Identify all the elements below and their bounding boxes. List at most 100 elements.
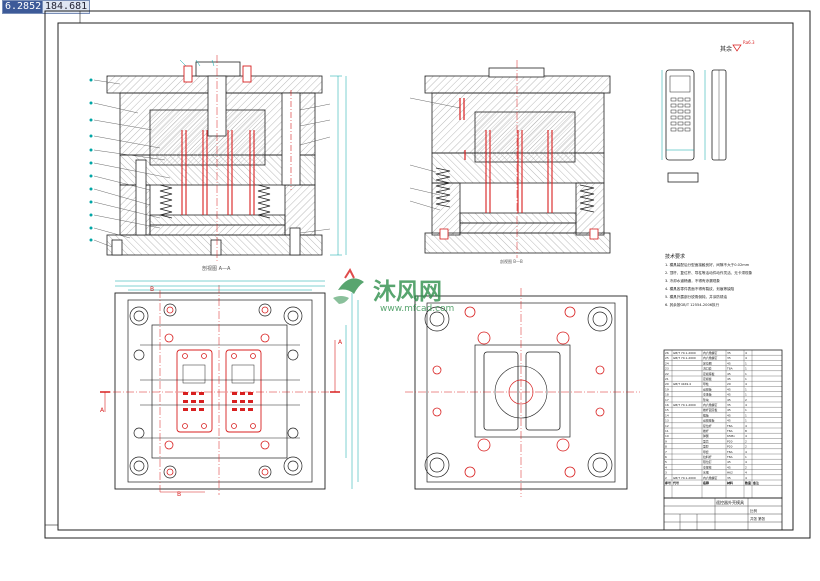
bom-cell: GB/T 70.1-2000: [673, 476, 696, 480]
bom-cell: 4: [745, 382, 747, 386]
bom-cell: 45: [727, 361, 731, 365]
bom-cell: 45: [727, 419, 731, 423]
bom-cell: 型腔: [703, 444, 709, 449]
bom-cell: 2: [745, 465, 747, 469]
title-block-sheet-label: 共张 第张: [750, 516, 766, 521]
bom-cell: 16: [665, 403, 669, 407]
title-block-scale-label: 比例: [750, 508, 758, 513]
bom-cell: 4: [745, 471, 747, 475]
bom-cell: 14: [665, 413, 669, 417]
bom-cell: 12: [665, 424, 669, 428]
bom-cell: 23: [665, 367, 669, 371]
title-block-name: 遥控器外壳模具: [716, 499, 744, 505]
bom-cell: 45: [727, 387, 731, 391]
bom-cell: 17: [665, 398, 669, 402]
title-block: 遥控器外壳模具 比例 共张 第张: [663, 497, 783, 531]
bom-cell: 8: [665, 445, 667, 449]
bom-cell: 45: [727, 465, 731, 469]
bom-cell: 65Mn: [727, 434, 735, 438]
bom-cell: 1: [745, 419, 747, 423]
roughness-value: Ra6.3: [743, 40, 755, 45]
cut-label-a-left: A: [100, 407, 105, 414]
inner-border: [57, 22, 794, 531]
bom-cell: 25: [665, 356, 669, 360]
bom-cell: 6: [665, 455, 667, 459]
bom-cell: 4: [665, 465, 667, 469]
bom-cell: 9: [665, 439, 667, 443]
bom-cell: T8A: [726, 424, 733, 428]
bom-cell: 2: [745, 398, 747, 402]
bom-cell: 8: [745, 429, 747, 433]
bom-cell: T8A: [726, 455, 733, 459]
bom-cell: 45: [727, 377, 731, 381]
bom-header-cell: 名称: [703, 480, 709, 485]
bom-cell: GB/T 70.1-2000: [673, 351, 696, 355]
bom-header-cell: 代号: [672, 480, 679, 485]
bom-cell: 1: [745, 387, 747, 391]
bom-cell: 5: [665, 460, 667, 464]
bom-cell: 动模座板: [703, 418, 715, 423]
notes-title: 技术要求: [665, 253, 685, 260]
bom-cell: 1: [745, 393, 747, 397]
bom-cell: 24: [665, 361, 669, 365]
bom-cell: H62: [727, 471, 733, 475]
bom-cell: 1: [745, 377, 747, 381]
bom-cell: 45: [727, 481, 731, 485]
bom-cell: 4: [745, 434, 747, 438]
bom-cell: 45: [727, 413, 731, 417]
section-bb-caption: 剖视图 B—B: [500, 258, 523, 264]
technical-notes: 技术要求 1. 模具装配后分型面接触良好，间隙不大于0.02mm 2. 顶杆、复…: [665, 253, 753, 307]
bom-cell: 20: [727, 382, 731, 386]
bom-cell: 型芯: [703, 438, 709, 443]
bom-cell: 推板: [703, 412, 709, 417]
bom-cell: GB/T 4169.4: [673, 382, 691, 386]
bom-cell: 35: [727, 476, 731, 480]
bom-cell: 2: [745, 439, 747, 443]
bom-cell: 1: [745, 367, 747, 371]
bom-cell: 浇口套: [703, 366, 712, 371]
bom-header-cell: 数量: [744, 480, 751, 485]
bom-cell: 水嘴: [703, 470, 709, 475]
bom-cell: 4: [745, 424, 747, 428]
roughness-label: 其余: [720, 45, 732, 53]
bom-cell: 2: [665, 476, 667, 480]
bom-cell: 22: [665, 372, 669, 376]
bom-cell: 1: [745, 481, 747, 485]
watermark-url: www.mfcad.com: [380, 304, 454, 314]
bom-cell: GB/T 70.1-2000: [673, 403, 696, 407]
bom-cell: 20: [665, 382, 669, 386]
cut-label-b-bottom: B: [177, 491, 181, 498]
bom-cell: 推杆固定板: [703, 407, 718, 412]
bom-cell: 21: [665, 377, 669, 381]
bom-cell: 导柱: [703, 381, 709, 386]
bom-cell: 内六角螺钉: [703, 350, 718, 355]
bom-cell: T8A: [726, 367, 733, 371]
bom-cell: 限位钉: [703, 459, 712, 464]
note-1: 1. 模具装配后分型面接触良好，间隙不大于0.02mm: [665, 262, 750, 267]
bom-cell: 导套: [703, 449, 709, 454]
section-aa-caption: 剖视图 A—A: [202, 265, 231, 272]
bom-cell: 1: [665, 481, 667, 485]
bom-cell: 19: [665, 387, 669, 391]
bom-cell: 13: [665, 419, 669, 423]
cut-label-b-top: B: [150, 286, 154, 293]
section-view-aa: [89, 55, 347, 262]
part-detail-view: [661, 44, 742, 183]
bom-cell: 45: [727, 398, 731, 402]
bom-cell: 3: [665, 471, 667, 475]
bom-cell: T8A: [726, 450, 733, 454]
bom-cell: 45: [727, 393, 731, 397]
bom-cell: 15: [665, 408, 669, 412]
bom-header-cell: 序号: [664, 480, 671, 485]
bom-cell: 26: [665, 351, 669, 355]
outer-border: [44, 10, 811, 539]
bom-cell: 弹簧: [703, 433, 709, 438]
bom-cell: 支承板: [703, 392, 712, 397]
bom-cell: 1: [745, 413, 747, 417]
bom-cell: 2: [745, 445, 747, 449]
bom-cell: 拉料杆: [703, 454, 712, 459]
bom-cell: 35: [727, 351, 731, 355]
bom-cell: GB/T 70.1-2000: [673, 356, 696, 360]
section-view-bb: [409, 60, 611, 258]
